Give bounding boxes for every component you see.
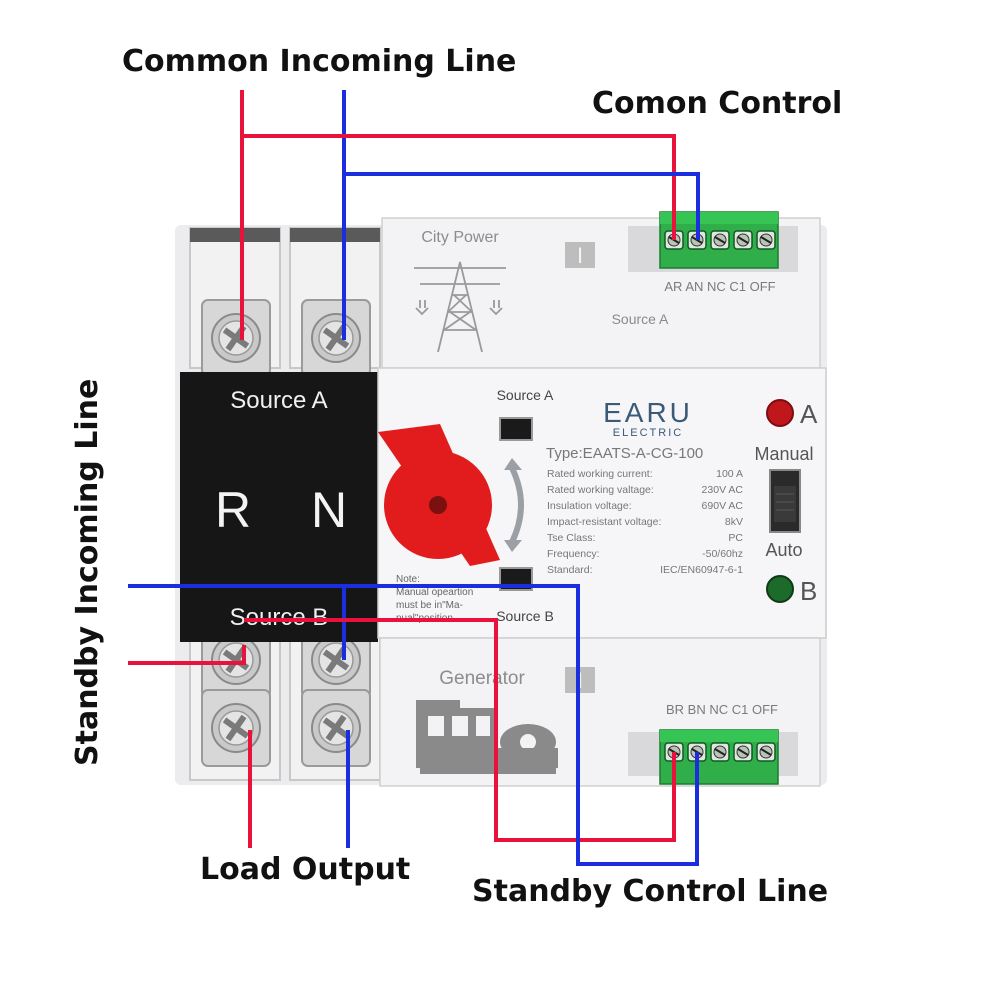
spec-value: 690V AC <box>702 500 744 512</box>
screw-icon <box>301 299 371 377</box>
spec-label: Rated working current: <box>547 468 653 480</box>
standby-control-line-label: Standby Control Line <box>472 874 829 909</box>
source-a-window <box>499 417 533 441</box>
comon-control-label: Comon Control <box>592 86 843 121</box>
indicator-lamp-a <box>766 399 794 427</box>
breaker-source-b-label: Source B <box>230 604 329 631</box>
spec-value: 230V AC <box>702 484 744 496</box>
breaker-source-a-label: Source A <box>230 387 327 414</box>
brand-logo: EARU <box>603 397 693 428</box>
standby-live-wire-in <box>128 645 246 665</box>
front-source-a: Source A <box>497 387 554 403</box>
screw-icon <box>301 689 371 767</box>
module-a-source: Source A <box>612 311 669 327</box>
breaker-pole-n: N <box>311 482 347 538</box>
spec-label: Standard: <box>547 564 593 576</box>
note-line-3: must be in"Ma- <box>396 600 463 611</box>
rotary-handle[interactable] <box>378 424 500 566</box>
spec-table: Rated working current: 100 A Rated worki… <box>547 468 743 576</box>
common-control-live-wire <box>242 134 676 240</box>
terminal-screw-icon <box>756 742 776 762</box>
breaker-face: Source A R N Source B <box>180 372 378 642</box>
spec-label: Rated working valtage: <box>547 484 654 496</box>
spec-value: 100 A <box>716 468 743 480</box>
spec-value: PC <box>728 532 743 544</box>
manual-label: Manual <box>754 444 813 464</box>
note-line-1: Note: <box>396 574 420 585</box>
terminal-screw-icon <box>733 230 753 250</box>
spec-value: 8kV <box>725 516 743 528</box>
note-line-2: Manual opeartion <box>396 587 473 598</box>
manual-auto-switch[interactable] <box>769 469 801 533</box>
spec-value: -50/60hz <box>702 548 743 560</box>
common-control-neutral-wire <box>344 172 700 240</box>
front-panel: Source A Source B Note: Manual opeartion… <box>377 367 827 639</box>
standby-control-live-wire <box>244 618 676 842</box>
module-a-roman: I <box>577 243 583 268</box>
generator-icon <box>416 700 558 774</box>
spec-label: Insulation voltage: <box>547 500 632 512</box>
module-b-name: Generator <box>439 668 525 689</box>
brand-subtitle: ELECTRIC <box>613 427 683 439</box>
breaker-pole-r: R <box>215 482 251 538</box>
standby-incoming-line-label: Standby Incoming Line <box>70 378 105 766</box>
breaker-top-terminals <box>189 227 381 377</box>
indicator-b-label: B <box>800 576 817 606</box>
spec-value: IEC/EN60947-6-1 <box>660 564 743 576</box>
auto-label: Auto <box>765 540 802 560</box>
indicator-a-label: A <box>800 399 818 429</box>
module-b-terminals: BR BN NC C1 OFF <box>666 702 778 717</box>
load-output-label: Load Output <box>200 852 411 887</box>
type-label: Type:EAATS-A-CG-100 <box>546 445 703 462</box>
common-incoming-line-label: Common Incoming Line <box>122 44 517 79</box>
spec-label: Impact-resistant voltage: <box>547 516 661 528</box>
indicator-lamp-b <box>766 575 794 603</box>
standby-control-neutral-wire <box>344 584 699 866</box>
spec-label: Frequency: <box>547 548 600 560</box>
terminal-block-top <box>659 211 779 269</box>
terminal-screw-icon <box>710 742 730 762</box>
front-source-b: Source B <box>496 608 554 624</box>
terminal-screw-icon <box>733 742 753 762</box>
screw-icon <box>201 299 271 377</box>
terminal-screw-icon <box>710 230 730 250</box>
spec-label: Tse Class: <box>547 532 595 544</box>
rotate-arrow-icon <box>504 458 524 552</box>
module-a-terminals: AR AN NC C1 OFF <box>664 279 775 294</box>
terminal-block-bottom <box>659 729 779 785</box>
module-a-name: City Power <box>421 229 499 246</box>
terminal-screw-icon <box>756 230 776 250</box>
screw-icon <box>201 689 271 767</box>
power-tower-icon <box>414 261 506 353</box>
